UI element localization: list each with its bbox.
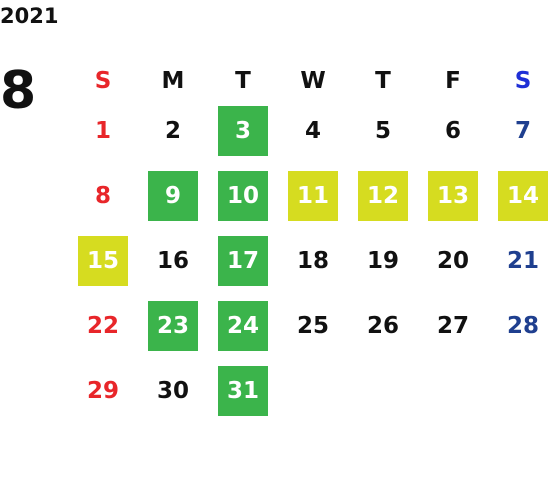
- day-cell: 30: [156, 378, 189, 404]
- day-cell-empty: [418, 366, 488, 416]
- day-cell: 25: [296, 313, 329, 339]
- day-cell-highlighted: 13: [428, 171, 478, 221]
- month-number: 8: [0, 61, 37, 121]
- weekday-wednesday: W: [300, 68, 326, 94]
- weekday-monday: M: [161, 68, 185, 94]
- day-cell-empty: [278, 366, 348, 416]
- day-cell-highlighted: 12: [358, 171, 408, 221]
- day-cell-highlighted: 24: [218, 301, 268, 351]
- day-cell: 22: [86, 313, 119, 339]
- day-cell: 26: [366, 313, 399, 339]
- day-cell: 18: [296, 248, 329, 274]
- day-cell-highlighted: 9: [148, 171, 198, 221]
- day-cell-highlighted: 3: [218, 106, 268, 156]
- day-cell-highlighted: 15: [78, 236, 128, 286]
- day-cell: 5: [374, 118, 391, 144]
- day-cell: 20: [436, 248, 469, 274]
- calendar-grid: S M T W T F S 1 2 3 4 5 6 7 8 9 10 11 12…: [68, 56, 548, 496]
- day-cell: 2: [164, 118, 181, 144]
- day-cell: 7: [514, 118, 531, 144]
- day-cell: 1: [94, 118, 111, 144]
- weekday-sunday: S: [94, 68, 112, 94]
- weekday-saturday: S: [514, 68, 532, 94]
- day-cell-empty: [348, 366, 418, 416]
- day-cell-highlighted: 31: [218, 366, 268, 416]
- day-cell: 19: [366, 248, 399, 274]
- day-cell: 27: [436, 313, 469, 339]
- day-cell: 28: [506, 313, 539, 339]
- day-cell-highlighted: 10: [218, 171, 268, 221]
- day-cell-highlighted: 17: [218, 236, 268, 286]
- day-cell: 4: [304, 118, 321, 144]
- day-cell: 29: [86, 378, 119, 404]
- day-cell: 6: [444, 118, 461, 144]
- weekday-thursday: T: [375, 68, 391, 94]
- year-label: 2021: [0, 4, 59, 28]
- day-cell-highlighted: 14: [498, 171, 548, 221]
- day-cell-empty: [488, 366, 548, 416]
- day-cell: 8: [94, 183, 111, 209]
- day-cell-highlighted: 23: [148, 301, 198, 351]
- day-cell: 21: [506, 248, 539, 274]
- day-cell: 16: [156, 248, 189, 274]
- day-cell-highlighted: 11: [288, 171, 338, 221]
- weekday-friday: F: [445, 68, 461, 94]
- weekday-tuesday: T: [235, 68, 251, 94]
